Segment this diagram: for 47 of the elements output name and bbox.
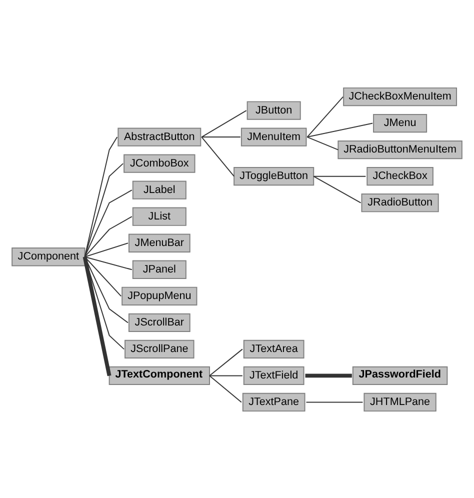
connector — [84, 162, 124, 257]
connector — [84, 256, 128, 323]
node-box: JTextComponent — [108, 366, 210, 385]
node-box: JComponent — [12, 247, 86, 266]
node-box: JList — [132, 206, 186, 226]
node-box: JRadioButton — [361, 193, 439, 212]
connector — [84, 256, 125, 350]
connector — [313, 175, 362, 203]
node-box: JCheckBox — [366, 166, 434, 186]
connector — [209, 374, 242, 402]
connector — [209, 348, 243, 376]
node-box: AbstractButton — [118, 127, 202, 146]
connector — [201, 136, 235, 176]
connector — [84, 189, 132, 257]
connector — [84, 256, 122, 296]
node-box: JMenu — [373, 113, 428, 132]
connector — [313, 175, 366, 176]
node-box: JMenuItem — [240, 127, 307, 146]
connector — [306, 136, 339, 150]
node-box: JRadioButtonMenuItem — [338, 140, 462, 159]
connector — [306, 401, 364, 402]
node-box: JButton — [246, 100, 301, 120]
node-box: JPopupMenu — [122, 286, 198, 305]
connector — [84, 216, 132, 257]
node-box: JCheckBoxMenuItem — [343, 86, 457, 106]
node-box: JToggleButton — [234, 166, 314, 186]
node-box: JPasswordField — [352, 366, 448, 385]
connector — [84, 256, 132, 270]
node-box: JComboBox — [124, 154, 196, 172]
connector — [201, 136, 241, 138]
node-box: JTextPane — [242, 392, 306, 412]
node-box: JLabel — [132, 180, 186, 199]
connector — [84, 136, 118, 257]
connector — [305, 373, 352, 378]
connector — [84, 242, 128, 257]
connector — [201, 110, 247, 138]
connector — [82, 256, 112, 376]
node-box: JHTMLPane — [364, 392, 436, 412]
node-box: JScrollBar — [128, 312, 190, 332]
node-box: JTextArea — [243, 339, 304, 358]
node-box: JPanel — [132, 260, 186, 278]
connector — [306, 122, 374, 138]
node-box: JTextField — [243, 366, 304, 385]
connector — [209, 374, 243, 376]
connector — [306, 96, 344, 138]
node-box: JScrollPane — [124, 339, 194, 358]
node-box: JMenuBar — [128, 233, 190, 252]
